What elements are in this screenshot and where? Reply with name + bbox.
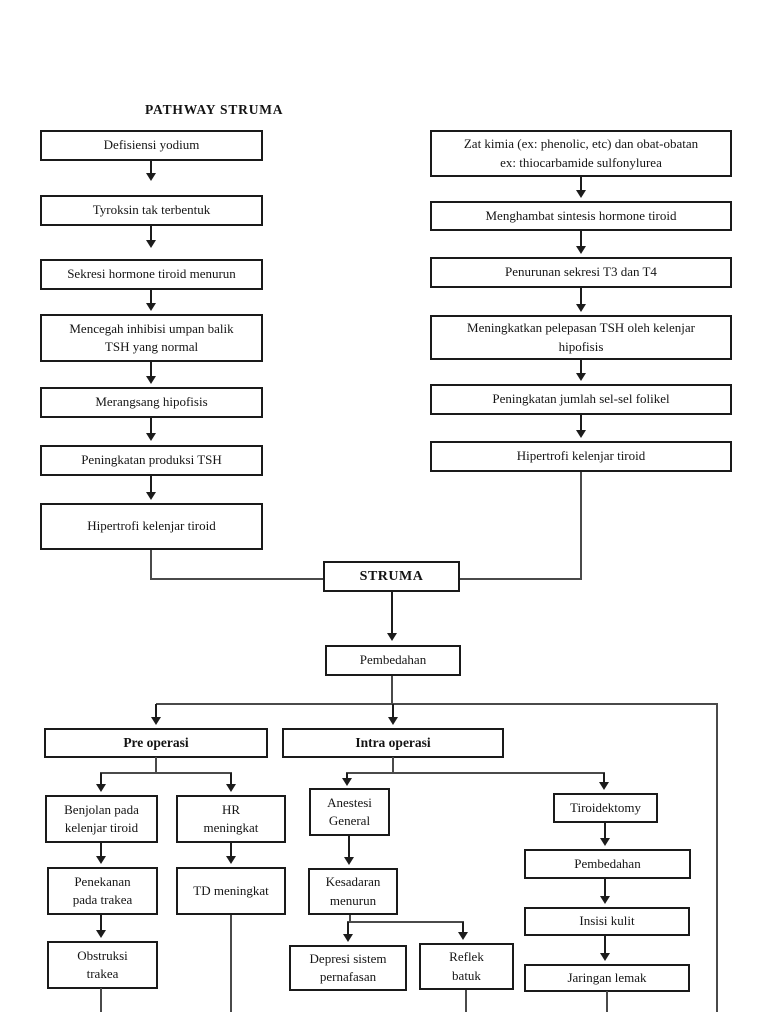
node-mencegah-inhibisi: Mencegah inhibisi umpan balik TSH yang n… xyxy=(40,314,263,362)
flow-arrow-down xyxy=(146,161,156,181)
node-struma: STRUMA xyxy=(323,561,460,592)
connector-line xyxy=(230,915,232,1012)
flow-arrow-down xyxy=(600,879,610,904)
node-defisiensi-yodium: Defisiensi yodium xyxy=(40,130,263,161)
node-pembedahan: Pembedahan xyxy=(325,645,461,676)
flow-arrow-down xyxy=(458,922,468,940)
node-intra-operasi: Intra operasi xyxy=(282,728,504,758)
connector-line xyxy=(460,578,582,580)
node-hipertrofi-kelenjar-tiroid-right: Hipertrofi kelenjar tiroid xyxy=(430,441,732,472)
node-reflek-batuk: Reflek batuk xyxy=(419,943,514,990)
connector-line xyxy=(347,921,464,923)
connector-line xyxy=(465,990,467,1012)
node-anestesi-general: Anestesi General xyxy=(309,788,390,836)
connector-line xyxy=(100,988,102,1012)
node-zat-kimia: Zat kimia (ex: phenolic, etc) dan obat-o… xyxy=(430,130,732,177)
connector-line xyxy=(100,772,232,774)
flow-arrow-down xyxy=(599,773,609,790)
connector-line xyxy=(349,915,351,923)
node-penekanan-pada-trakea: Penekanan pada trakea xyxy=(47,867,158,915)
flow-arrow-down xyxy=(388,704,398,725)
node-pre-operasi: Pre operasi xyxy=(44,728,268,758)
node-benjolan-kelenjar-tiroid: Benjolan pada kelenjar tiroid xyxy=(45,795,158,843)
node-jaringan-lemak: Jaringan lemak xyxy=(524,964,690,992)
node-obstruksi-trakea: Obstruksi trakea xyxy=(47,941,158,989)
flow-arrow-down xyxy=(146,476,156,500)
flow-arrow-down xyxy=(576,360,586,381)
node-depresi-sistem-pernafasan: Depresi sistem pernafasan xyxy=(289,945,407,991)
connector-line xyxy=(346,772,605,774)
node-insisi-kulit: Insisi kulit xyxy=(524,907,690,936)
flow-arrow-down xyxy=(600,936,610,961)
flow-arrow-down xyxy=(343,922,353,942)
node-tiroidektomy: Tiroidektomy xyxy=(553,793,658,823)
node-pembedahan-2: Pembedahan xyxy=(524,849,691,879)
flow-arrow-down xyxy=(146,362,156,384)
connector-line xyxy=(155,757,157,774)
flow-arrow-down xyxy=(344,836,354,865)
flow-arrow-down xyxy=(387,592,397,641)
flow-arrow-down xyxy=(146,226,156,248)
node-merangsang-hipofisis: Merangsang hipofisis xyxy=(40,387,263,418)
page-title: PATHWAY STRUMA xyxy=(145,102,284,117)
flow-arrow-down xyxy=(226,843,236,864)
node-peningkatan-jumlah-folikel: Peningkatan jumlah sel-sel folikel xyxy=(430,384,732,415)
node-menghambat-sintesis: Menghambat sintesis hormone tiroid xyxy=(430,201,732,231)
connector-line xyxy=(606,991,608,1012)
node-sekresi-hormone-menurun: Sekresi hormone tiroid menurun xyxy=(40,259,263,290)
node-hipertrofi-kelenjar-tiroid-left: Hipertrofi kelenjar tiroid xyxy=(40,503,263,550)
flow-arrow-down xyxy=(576,231,586,254)
flow-arrow-down xyxy=(146,290,156,311)
flow-arrow-down xyxy=(576,288,586,312)
flow-arrow-down xyxy=(576,177,586,198)
node-tyroksin-tak-terbentuk: Tyroksin tak terbentuk xyxy=(40,195,263,226)
node-td-meningkat: TD meningkat xyxy=(176,867,286,915)
node-meningkatkan-pelepasan-tsh: Meningkatkan pelepasan TSH oleh kelenjar… xyxy=(430,315,732,360)
flow-arrow-down xyxy=(146,418,156,441)
connector-line xyxy=(391,676,393,705)
connector-line xyxy=(150,578,323,580)
node-peningkatan-produksi-tsh: Peningkatan produksi TSH xyxy=(40,445,263,476)
connector-line xyxy=(580,472,582,580)
flow-arrow-down xyxy=(96,915,106,938)
connector-line xyxy=(392,757,394,774)
connector-line xyxy=(716,703,718,1012)
flow-arrow-down xyxy=(151,704,161,725)
flow-arrow-down xyxy=(600,823,610,846)
node-penurunan-sekresi-t3-t4: Penurunan sekresi T3 dan T4 xyxy=(430,257,732,288)
node-hr-meningkat: HR meningkat xyxy=(176,795,286,843)
flow-arrow-down xyxy=(226,773,236,792)
flow-arrow-down xyxy=(576,415,586,438)
connector-line xyxy=(156,703,718,705)
node-kesadaran-menurun: Kesadaran menurun xyxy=(308,868,398,915)
flow-arrow-down xyxy=(96,773,106,792)
connector-line xyxy=(150,550,152,580)
flow-arrow-down xyxy=(96,843,106,864)
flow-arrow-down xyxy=(342,773,352,786)
